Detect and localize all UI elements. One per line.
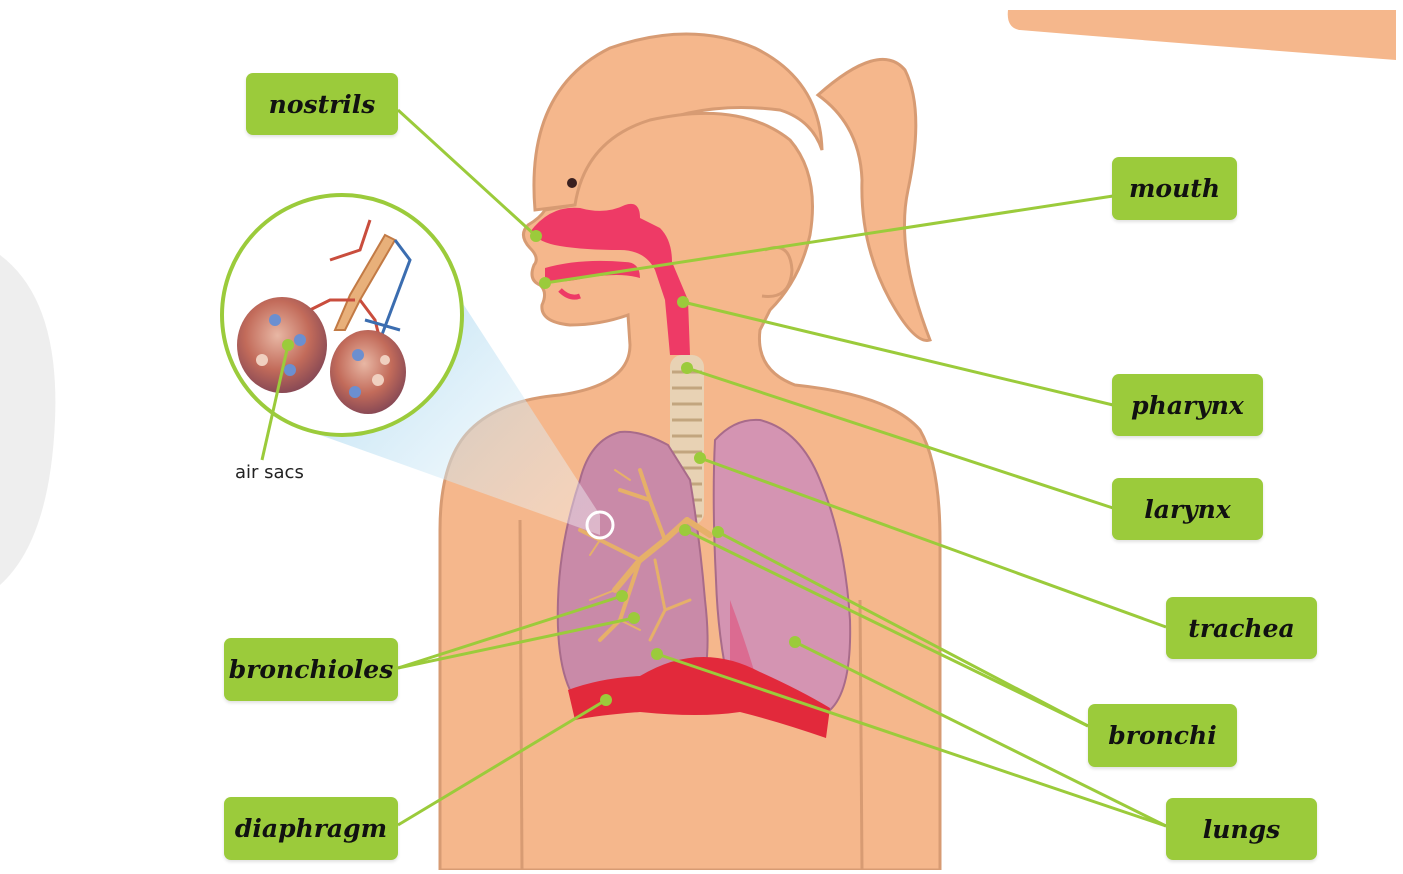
label-bronchioles[interactable]: bronchioles	[224, 638, 398, 701]
label-diaphragm[interactable]: diaphragm	[224, 797, 398, 860]
label-nostrils[interactable]: nostrils	[246, 73, 398, 135]
ponytail	[818, 59, 930, 340]
label-pharynx[interactable]: pharynx	[1112, 374, 1263, 436]
label-bronchi[interactable]: bronchi	[1088, 704, 1237, 767]
left-shadow-shape	[0, 255, 55, 585]
label-trachea[interactable]: trachea	[1166, 597, 1317, 659]
arm-line-left	[520, 520, 522, 870]
leader-nostrils	[398, 110, 536, 236]
air-sacs-caption: air sacs	[235, 462, 304, 483]
label-mouth[interactable]: mouth	[1112, 157, 1237, 220]
label-larynx[interactable]: larynx	[1112, 478, 1263, 540]
arm-line-right	[860, 600, 862, 870]
eye	[567, 178, 577, 188]
label-lungs[interactable]: lungs	[1166, 798, 1317, 860]
top-right-skin-band	[1008, 10, 1396, 60]
ear	[762, 248, 792, 297]
